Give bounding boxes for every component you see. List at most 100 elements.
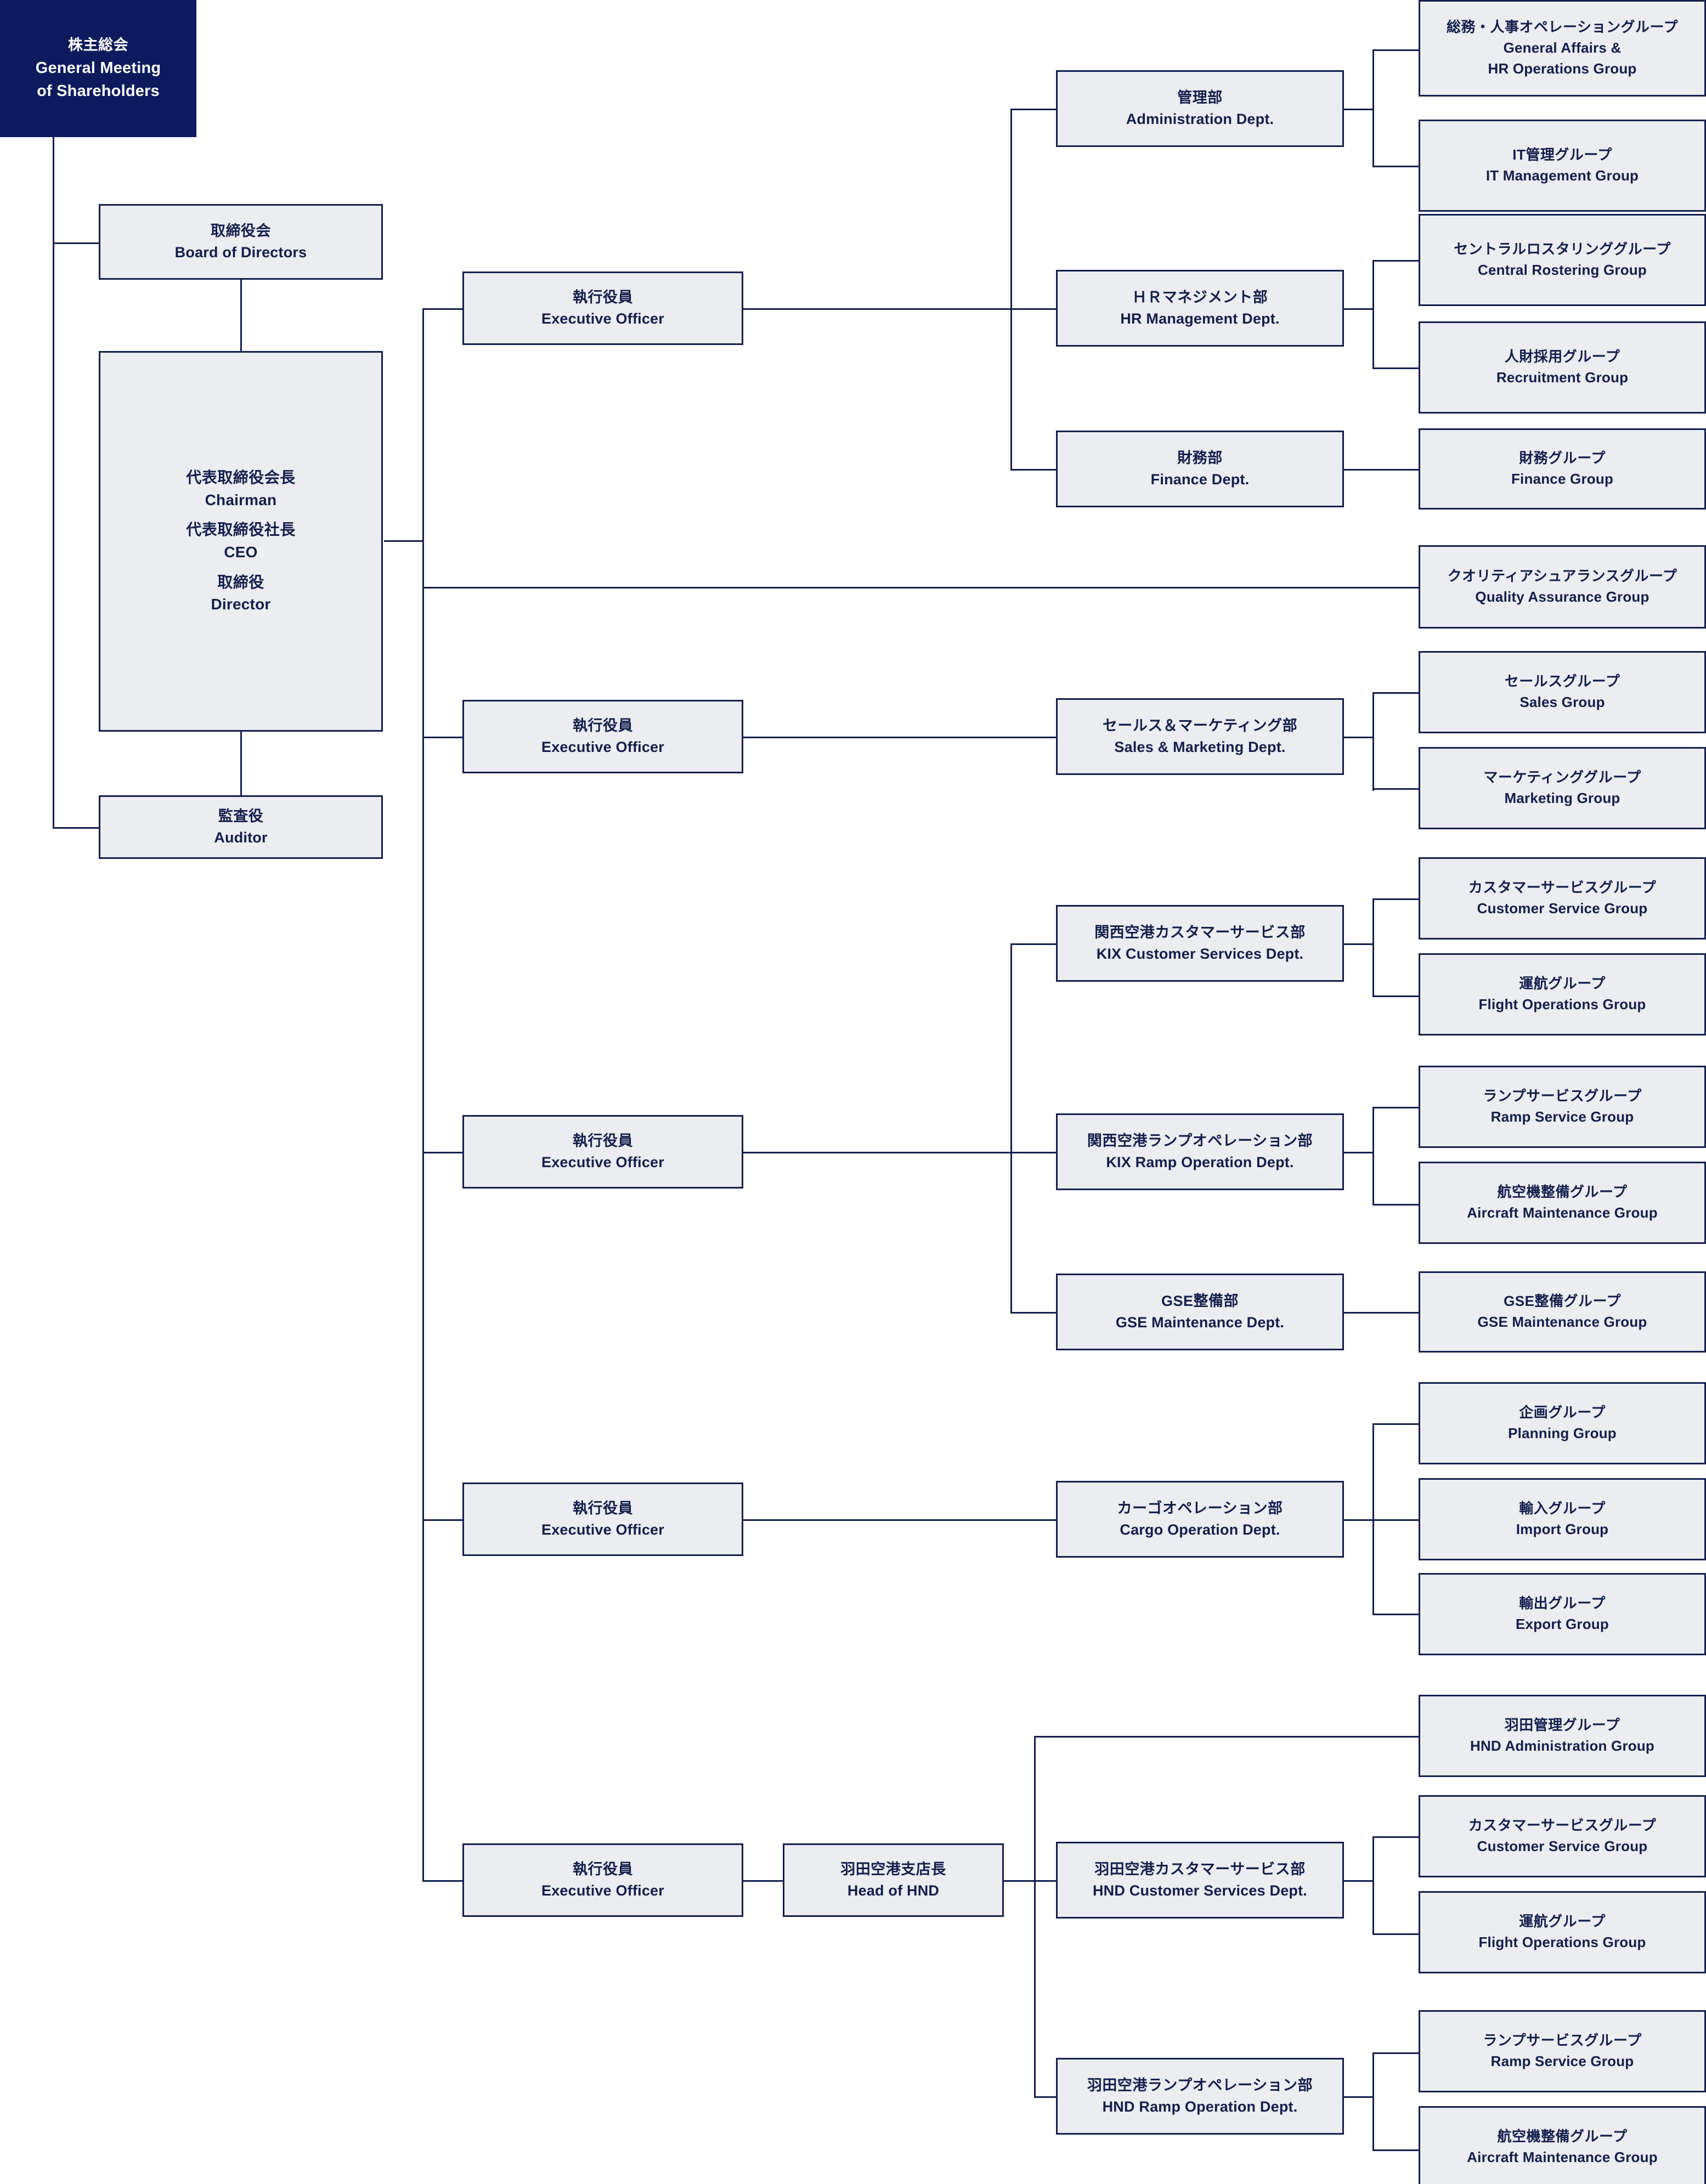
node-dept-administration[interactable]: 管理部 Administration Dept. <box>1056 70 1344 147</box>
node-dept-finance[interactable]: 財務部 Finance Dept. <box>1056 431 1344 507</box>
line-spine-to-board <box>53 242 102 244</box>
node-jp-label: 執行役員 <box>573 1860 633 1877</box>
node-group-central-rostering[interactable]: セントラルロスタリンググループ Central Rostering Group <box>1419 214 1706 306</box>
node-executive-officer-5[interactable]: 執行役員 Executive Officer <box>462 1843 743 1917</box>
node-jp-label: 関西空港ランプオペレーション部 <box>1087 1132 1313 1149</box>
line-trunk-to-eo4 <box>422 1519 462 1521</box>
line-subbus-to-hndacftmx <box>1372 2149 1419 2151</box>
node-en-label: Director <box>211 596 271 613</box>
node-group-kix-customer-service[interactable]: カスタマーサービスグループ Customer Service Group <box>1419 857 1706 940</box>
node-en-label: Quality Assurance Group <box>1475 589 1649 605</box>
node-en-label: HND Ramp Operation Dept. <box>1102 2098 1298 2115</box>
node-dept-gse-maintenance[interactable]: GSE整備部 GSE Maintenance Dept. <box>1056 1274 1344 1350</box>
node-executive-officer-2[interactable]: 執行役員 Executive Officer <box>462 700 743 773</box>
line-bus-to-admin <box>1010 109 1057 110</box>
node-executive-officer-4[interactable]: 執行役員 Executive Officer <box>462 1483 743 1556</box>
node-group-recruitment[interactable]: 人財採用グループ Recruitment Group <box>1419 321 1706 414</box>
node-jp-label: 総務・人事オペレーショングループ <box>1447 19 1678 36</box>
line-subbus-to-hndcsgrp <box>1372 1836 1419 1838</box>
node-en-label: IT Management Group <box>1485 167 1639 184</box>
node-jp-label: 羽田空港ランプオペレーション部 <box>1087 2077 1313 2094</box>
line-kixcs-to-subbus <box>1344 943 1374 945</box>
line-subbus-to-hndrampsvc <box>1372 2052 1419 2054</box>
line-subbus-to-kixflight <box>1372 995 1419 997</box>
line-kixcs-subbus <box>1372 898 1374 997</box>
node-group-kix-flight-operations[interactable]: 運航グループ Flight Operations Group <box>1419 953 1706 1036</box>
node-jp-label: セールスグループ <box>1504 673 1620 690</box>
node-dept-cargo-operation[interactable]: カーゴオペレーション部 Cargo Operation Dept. <box>1056 1481 1344 1558</box>
node-auditor[interactable]: 監査役 Auditor <box>99 795 383 859</box>
node-group-marketing[interactable]: マーケティンググループ Marketing Group <box>1419 747 1706 829</box>
line-hr-to-subbus <box>1344 308 1374 310</box>
node-jp-label: 監査役 <box>218 807 264 824</box>
node-en-label: Customer Service Group <box>1477 900 1648 916</box>
node-chairman-ceo-director[interactable]: 代表取締役会長 Chairman 代表取締役社長 CEO 取締役 Directo… <box>99 351 383 732</box>
node-en-label: Flight Operations Group <box>1478 996 1646 1012</box>
node-en-label: Aircraft Maintenance Group <box>1467 2149 1658 2165</box>
node-group-hnd-customer-service[interactable]: カスタマーサービスグループ Customer Service Group <box>1419 1795 1706 1877</box>
node-group-quality-assurance[interactable]: クオリティアシュアランスグループ Quality Assurance Group <box>1419 545 1706 629</box>
node-group-hnd-ramp-service[interactable]: ランプサービスグループ Ramp Service Group <box>1419 2010 1706 2092</box>
line-subbus-to-import <box>1372 1519 1419 1521</box>
node-group-kix-aircraft-maintenance[interactable]: 航空機整備グループ Aircraft Maintenance Group <box>1419 1162 1706 1244</box>
line-kixramp-subbus <box>1372 1107 1374 1206</box>
node-jp-label: 羽田空港カスタマーサービス部 <box>1094 1860 1306 1877</box>
node-group-finance[interactable]: 財務グループ Finance Group <box>1419 428 1706 510</box>
line-admin-subbus <box>1372 49 1374 167</box>
node-executive-officer-1[interactable]: 執行役員 Executive Officer <box>462 271 743 345</box>
node-en-label: CEO <box>224 544 258 561</box>
node-group-kix-ramp-service[interactable]: ランプサービスグループ Ramp Service Group <box>1419 1066 1706 1148</box>
node-group-general-affairs-hr-operations[interactable]: 総務・人事オペレーショングループ General Affairs & HR Op… <box>1419 0 1706 97</box>
node-board-of-directors[interactable]: 取締役会 Board of Directors <box>99 204 383 280</box>
node-en-label-line1: General Affairs & <box>1503 39 1622 56</box>
node-en-label: KIX Customer Services Dept. <box>1096 946 1304 962</box>
node-group-planning[interactable]: 企画グループ Planning Group <box>1419 1382 1706 1464</box>
node-en-label: Administration Dept. <box>1126 111 1274 127</box>
line-hr-subbus <box>1372 260 1374 369</box>
node-group-gse-maintenance[interactable]: GSE整備グループ GSE Maintenance Group <box>1419 1271 1706 1353</box>
line-bus-to-kixramp <box>1010 1152 1057 1153</box>
line-trunk-to-eo5 <box>422 1880 462 1882</box>
node-jp-label: 運航グループ <box>1519 1913 1606 1930</box>
node-jp-label: 株主総会 <box>68 37 128 54</box>
line-finance-to-group <box>1344 469 1421 471</box>
line-subbus-to-recruitment <box>1372 367 1419 369</box>
line-hndbus-to-hndramp <box>1034 2096 1057 2098</box>
node-dept-sales-marketing[interactable]: セールス＆マーケティング部 Sales & Marketing Dept. <box>1056 698 1344 775</box>
node-jp-label: 企画グループ <box>1519 1404 1606 1421</box>
node-jp-label: 執行役員 <box>573 1132 633 1149</box>
node-dept-kix-ramp-operation[interactable]: 関西空港ランプオペレーション部 KIX Ramp Operation Dept. <box>1056 1113 1344 1190</box>
node-en-label: Customer Service Group <box>1477 1838 1648 1854</box>
node-dept-kix-customer-services[interactable]: 関西空港カスタマーサービス部 KIX Customer Services Dep… <box>1056 905 1344 982</box>
node-jp-label: 取締役 <box>217 573 264 591</box>
node-head-of-hnd[interactable]: 羽田空港支店長 Head of HND <box>783 1843 1004 1917</box>
node-group-import[interactable]: 輸入グループ Import Group <box>1419 1478 1706 1560</box>
node-jp-label: 航空機整備グループ <box>1497 1184 1628 1201</box>
node-group-it-management[interactable]: IT管理グループ IT Management Group <box>1419 120 1706 212</box>
node-group-hnd-aircraft-maintenance[interactable]: 航空機整備グループ Aircraft Maintenance Group <box>1419 2106 1706 2184</box>
line-executive-trunk <box>422 308 424 1880</box>
line-sales-to-subbus <box>1344 737 1374 738</box>
node-dept-hnd-ramp-operation[interactable]: 羽田空港ランプオペレーション部 HND Ramp Operation Dept. <box>1056 2058 1344 2135</box>
node-jp-label: セントラルロスタリンググループ <box>1454 241 1671 258</box>
node-dept-hnd-customer-services[interactable]: 羽田空港カスタマーサービス部 HND Customer Services Dep… <box>1056 1842 1344 1919</box>
node-jp-label: クオリティアシュアランスグループ <box>1447 568 1677 585</box>
node-en-label-line1: General Meeting <box>35 59 161 77</box>
node-group-sales[interactable]: セールスグループ Sales Group <box>1419 651 1706 733</box>
node-dept-hr-management[interactable]: ＨＲマネジメント部 HR Management Dept. <box>1056 270 1344 347</box>
node-group-export[interactable]: 輸出グループ Export Group <box>1419 1573 1706 1655</box>
node-group-hnd-administration[interactable]: 羽田管理グループ HND Administration Group <box>1419 1695 1706 1777</box>
node-en-label: Ramp Service Group <box>1490 1108 1634 1125</box>
node-executive-officer-3[interactable]: 執行役員 Executive Officer <box>462 1115 743 1189</box>
line-board-to-ceo <box>240 279 242 353</box>
node-general-meeting-of-shareholders[interactable]: 株主総会 General Meeting of Shareholders <box>0 0 196 137</box>
node-jp-label: カスタマーサービスグループ <box>1468 879 1657 896</box>
node-en-label: HR Management Dept. <box>1120 310 1280 327</box>
node-jp-label: カーゴオペレーション部 <box>1117 1500 1283 1517</box>
node-jp-label: ランプサービスグループ <box>1483 1088 1642 1105</box>
node-en-label: Sales Group <box>1519 694 1605 710</box>
node-en-label: Planning Group <box>1508 1425 1617 1441</box>
node-en-label: HND Customer Services Dept. <box>1092 1882 1308 1899</box>
node-group-hnd-flight-operations[interactable]: 運航グループ Flight Operations Group <box>1419 1891 1706 1973</box>
line-hndcs-subbus <box>1372 1836 1374 1935</box>
